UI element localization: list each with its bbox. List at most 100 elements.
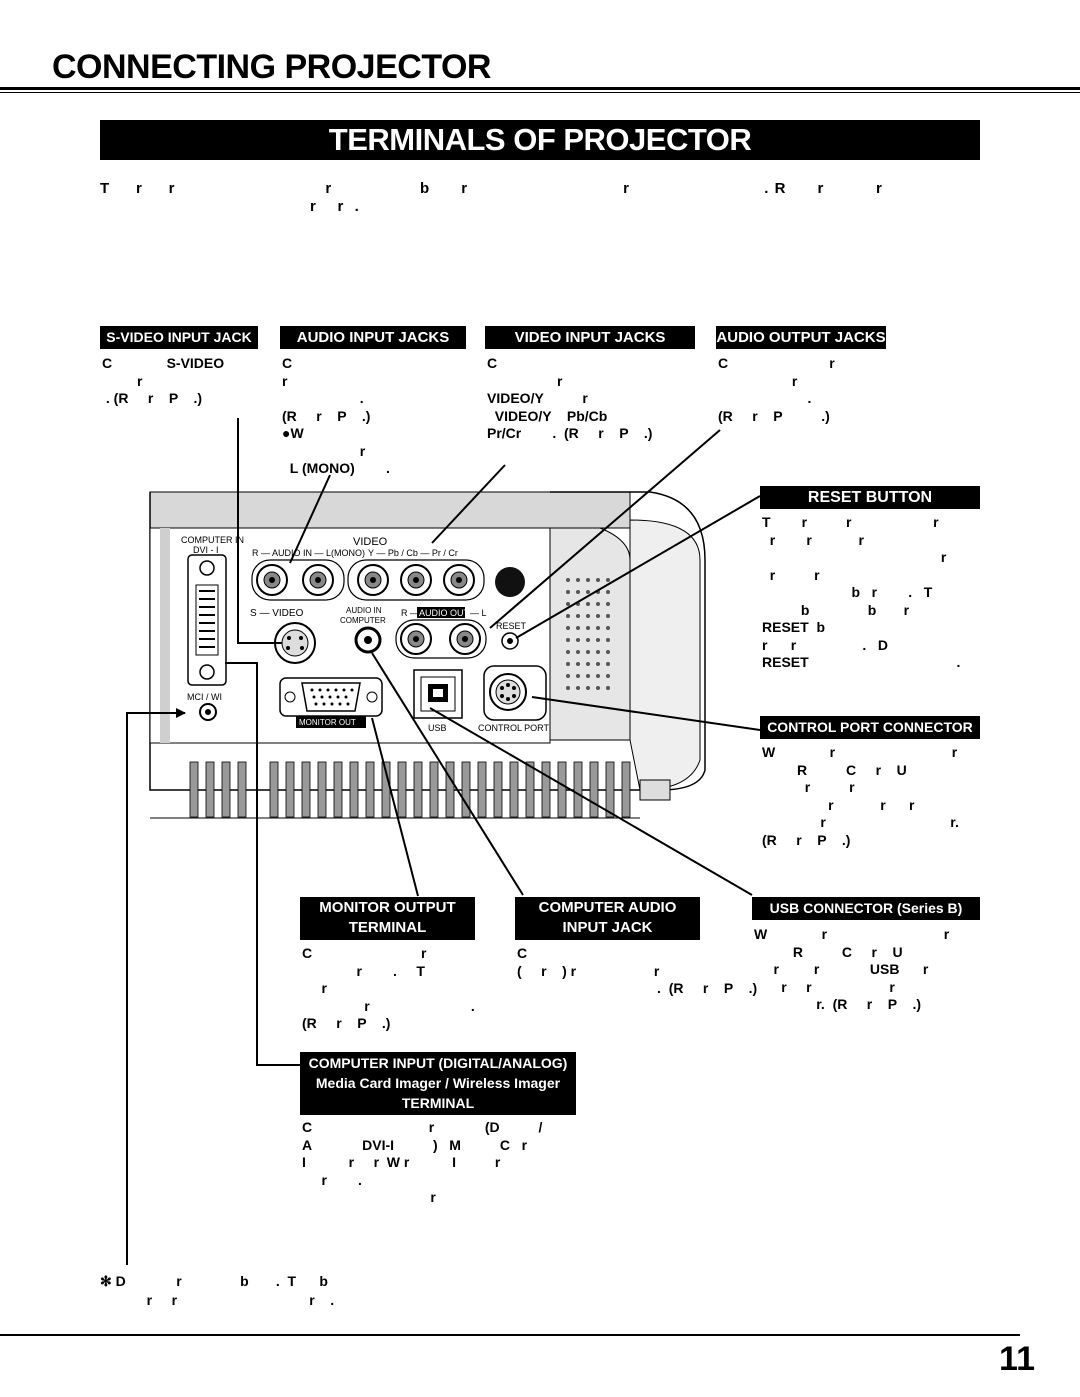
desc-line: R C r U	[762, 761, 907, 778]
video-in-description: C r VIDEO/Y r VIDEO/Y Pb/Cb Pr/Cr . (R r…	[487, 355, 652, 443]
video-input-label: VIDEO INPUT JACKS	[485, 326, 695, 349]
desc-line: C S-VIDEO	[102, 355, 225, 371]
desc-line: .	[282, 390, 364, 406]
desc-line: RESET .	[762, 654, 961, 670]
ir-sensor	[495, 567, 525, 597]
label-line: COMPUTER AUDIO	[538, 899, 677, 916]
title-rule	[0, 87, 1080, 90]
dvi-connector	[187, 554, 227, 686]
desc-line: b b r	[762, 601, 910, 618]
panel-computer-in: COMPUTER IN	[181, 535, 244, 545]
audio-out-description: C r r . (R r P .)	[718, 355, 835, 425]
section-banner: TERMINALS OF PROJECTOR	[100, 120, 980, 160]
label-line: MONITOR OUTPUT	[319, 899, 456, 916]
usb-connector	[413, 669, 463, 719]
desc-line: RESET b	[762, 619, 826, 635]
panel-video-sub: Y — Pb / Cb — Pr / Cr	[368, 548, 458, 558]
panel-audio-in-computer-1: AUDIO IN	[346, 606, 382, 615]
panel-reset: RESET	[496, 621, 527, 631]
desc-line: r	[282, 442, 366, 459]
desc-line: C r	[718, 355, 835, 371]
desc-line: r	[762, 549, 947, 565]
desc-line: W r r	[762, 744, 958, 760]
desc-line: r . T	[302, 962, 425, 979]
page-title: CONNECTING PROJECTOR	[52, 48, 491, 86]
footnote: ✻ D r b . T b r r r .	[100, 1272, 334, 1310]
page-number: 11	[999, 1340, 1035, 1378]
control-port-connector	[483, 665, 547, 721]
reset-button-label: RESET BUTTON	[760, 486, 980, 509]
label-line: Media Card Imager / Wireless Imager	[315, 1075, 561, 1091]
monitor-out-description: C r r . T r r . (R r P .)	[302, 945, 475, 1033]
desc-line: r	[718, 372, 798, 389]
svideo-input-label: S-VIDEO INPUT JACK	[100, 326, 258, 349]
desc-line: T r r r	[762, 514, 939, 530]
audio-in-description: C r . (R r P .) ●W r L (MONO) .	[282, 355, 390, 478]
computer-audio-description: C ( r ) r r . (R r P .)	[517, 945, 757, 998]
desc-line: (R r P .)	[718, 407, 830, 424]
desc-line: r r USB r	[754, 961, 929, 977]
desc-line: r r r	[762, 796, 915, 813]
desc-line: r r r	[762, 531, 864, 548]
desc-line: r r . D	[762, 636, 889, 653]
desc-line: C	[517, 945, 528, 961]
intro-line-1: T r r r b r r . R r r	[100, 180, 883, 197]
audio-output-label: AUDIO OUTPUT JACKS	[716, 326, 886, 349]
desc-line: . (R r P .)	[517, 980, 758, 996]
bottom-rule	[0, 1334, 1020, 1336]
panel-svideo: S — VIDEO	[250, 608, 304, 619]
desc-line: r	[302, 1189, 436, 1205]
desc-line: A DVI-I ) M C r	[302, 1136, 528, 1153]
desc-line: r. (R r P .)	[754, 996, 922, 1012]
monitor-output-label: MONITOR OUTPUT TERMINAL	[300, 897, 475, 940]
panel-control-port: CONTROL PORT	[478, 723, 550, 733]
panel-mci: MCI / WI	[187, 692, 222, 702]
label-line: COMPUTER INPUT (DIGITAL/ANALOG)	[308, 1055, 568, 1071]
computer-input-description: C r (D / A DVI-I ) M C r I r r W r I r r…	[302, 1119, 542, 1207]
desc-line: r .	[302, 997, 475, 1014]
reset-description: T r r r r r r r r r b r . T b	[762, 514, 960, 672]
desc-line: R C r U	[754, 943, 903, 960]
desc-line: (R r P .)	[302, 1015, 391, 1031]
panel-dvi: DVI - I	[193, 545, 219, 555]
desc-line: .	[718, 390, 812, 406]
leader-lines	[126, 418, 761, 1265]
panel-usb: USB	[428, 723, 447, 733]
desc-line: r	[282, 372, 288, 389]
desc-line: ●W	[282, 425, 304, 441]
title-rule-thin	[0, 92, 1080, 93]
panel-audio-out-r: R —	[401, 608, 419, 618]
desc-line: C r (D /	[302, 1119, 543, 1135]
desc-line: r .	[302, 1171, 362, 1188]
panel-monitor-out: MONITOR OUT	[299, 718, 356, 727]
desc-line: ( r ) r r	[517, 962, 660, 979]
intro-line-2: r r .	[310, 198, 360, 215]
desc-line: . (R r P .)	[102, 390, 203, 406]
monitor-out-connector	[279, 677, 383, 717]
usb-connector-label: USB CONNECTOR (Series B)	[752, 897, 980, 920]
desc-line: C	[487, 355, 498, 371]
svideo-description: C S-VIDEO r . (R r P .)	[102, 355, 224, 408]
label-line: TERMINAL	[401, 1095, 475, 1111]
control-port-description: W r r R C r U r r r r r r	[762, 744, 959, 849]
desc-line: VIDEO/Y r	[487, 390, 588, 406]
panel-audio-in: R — AUDIO IN — L(MONO)	[252, 548, 365, 558]
audio-input-jacks	[256, 564, 334, 596]
footnote-line: r r r .	[100, 1292, 335, 1308]
desc-line: r	[102, 372, 143, 389]
desc-line: I r r W r I r	[302, 1154, 501, 1170]
panel-video: VIDEO	[353, 536, 388, 548]
panel-audio-out-l: — L	[470, 608, 487, 618]
desc-line: W r r	[754, 926, 950, 942]
audio-input-label: AUDIO INPUT JACKS	[280, 326, 466, 349]
control-port-label: CONTROL PORT CONNECTOR	[760, 716, 980, 739]
desc-line: C	[282, 355, 293, 371]
desc-line: r r r	[754, 978, 895, 995]
computer-audio-label: COMPUTER AUDIO INPUT JACK	[515, 897, 700, 940]
desc-line: (R r P .)	[762, 831, 851, 848]
audio-output-jacks	[400, 623, 481, 655]
panel-audio-in-computer-2: COMPUTER	[340, 616, 386, 625]
desc-line: VIDEO/Y Pb/Cb	[487, 407, 608, 424]
desc-line: r	[487, 372, 563, 389]
